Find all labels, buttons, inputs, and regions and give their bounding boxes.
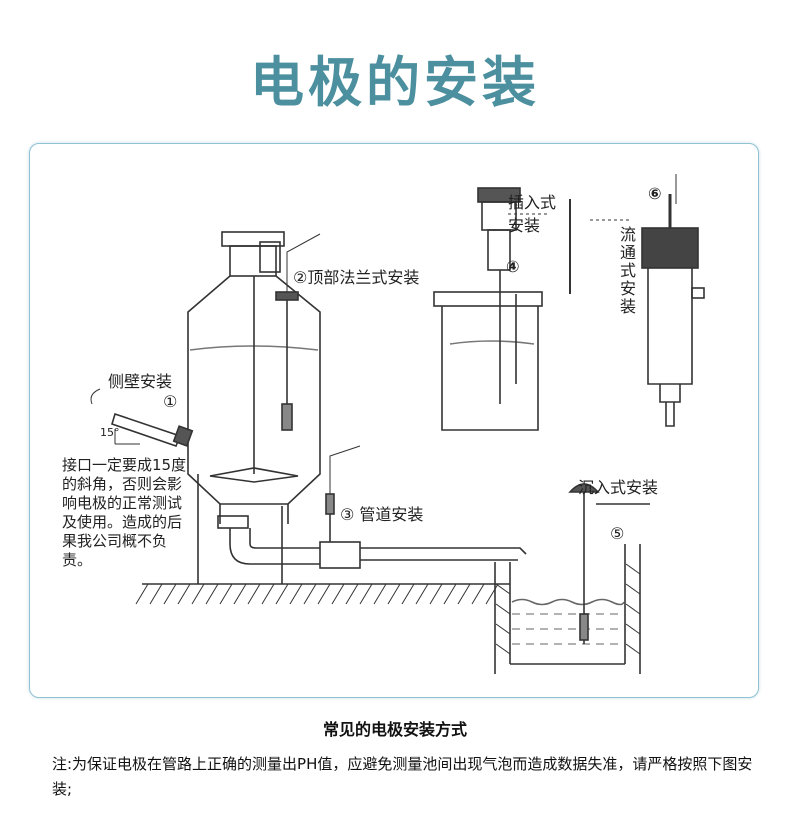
label-side-wall-num: ① [163,392,178,411]
installation-diagram [90,174,705,674]
diagram-frame: ②顶部法兰式安装 侧壁安装 ① 15° 插入式 安装 ④ ⑥ 流通式安装 ③ 管… [29,143,759,698]
label-submersion: 沉入式安装 [578,478,659,497]
submersion-assembly [568,483,650,644]
top-flange-electrode [275,233,321,431]
label-side-wall: 侧壁安装 [108,372,173,391]
label-insertion-2: 安装 [508,216,541,235]
label-pipeline: ③ 管道安装 [340,505,424,524]
label-angle: 15° [100,426,120,439]
label-flow-through: 流通式安装 [617,226,636,316]
label-insertion-num: ④ [506,257,520,276]
insertion-assembly [433,187,571,431]
side-wall-electrode [90,388,194,448]
warning-text: 接口一定要成15度的斜角，否则会影响电极的正常测试及使用。造成的后果我公司概不负… [62,456,187,569]
label-top-flange: ②顶部法兰式安装 [293,268,420,287]
install-note: 注:为保证电极在管路上正确的测量出PH值，应避免测量池间出现气泡而造成数据失准，… [52,755,753,798]
label-flow-num: ⑥ [648,184,662,203]
page-title: 电极的安装 [250,51,540,114]
ground [135,544,641,674]
pipeline [319,445,527,569]
figure-caption: 常见的电极安装方式 [322,720,467,739]
flow-through-assembly [590,174,705,427]
label-insertion-1: 插入式 [508,193,557,212]
vessel [187,231,321,584]
label-submersion-num: ⑤ [610,524,625,543]
